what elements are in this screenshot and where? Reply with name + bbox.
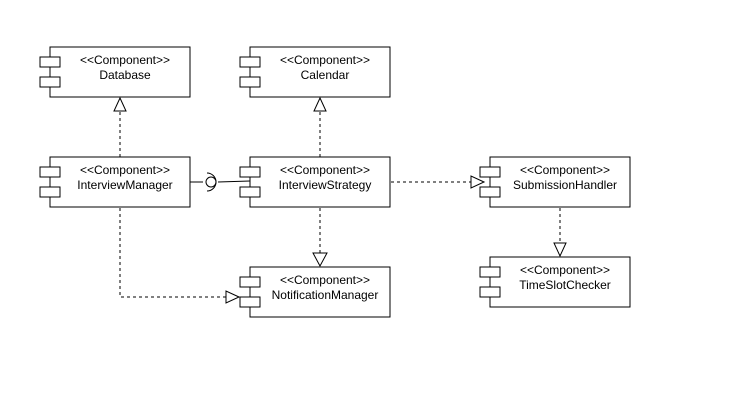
- component-box: [49, 46, 191, 98]
- required-interface-socket: [206, 172, 217, 192]
- component-box: [249, 156, 391, 208]
- component-icon-tab-bottom: [479, 286, 501, 298]
- provided-interface-ball: [205, 176, 217, 188]
- component-icon-tab-top: [239, 56, 261, 68]
- component-name: Database: [99, 68, 151, 82]
- component-icon-tab-top: [39, 166, 61, 178]
- component-name: Calendar: [301, 68, 350, 82]
- arrowhead-notification-top: [312, 252, 328, 268]
- component-icon-tab-bottom: [39, 186, 61, 198]
- component-name: TimeSlotChecker: [519, 278, 611, 292]
- component-icon-tab-top: [479, 166, 501, 178]
- component-name: SubmissionHandler: [513, 178, 617, 192]
- component-name: InterviewManager: [77, 178, 172, 192]
- connectors: [119, 111, 561, 298]
- arrowhead-notification-left: [225, 290, 241, 304]
- arrowheads: [113, 96, 567, 304]
- component-icon-tab-top: [39, 56, 61, 68]
- component-icon-tab-bottom: [479, 186, 501, 198]
- component-time-slot-checker[interactable]: <<Component>> TimeSlotChecker: [479, 256, 631, 308]
- component-icon-tab-top: [239, 276, 261, 288]
- component-box: [489, 156, 631, 208]
- component-stereotype: <<Component>>: [280, 273, 370, 287]
- component-stereotype: <<Component>>: [280, 53, 370, 67]
- component-box: [49, 156, 191, 208]
- component-submission-handler[interactable]: <<Component>> SubmissionHandler: [479, 156, 631, 208]
- component-database[interactable]: <<Component>> Database: [39, 46, 191, 98]
- component-stereotype: <<Component>>: [280, 163, 370, 177]
- component-icon-tab-bottom: [239, 76, 261, 88]
- component-name: NotificationManager: [272, 288, 379, 302]
- component-notification-manager[interactable]: <<Component>> NotificationManager: [239, 266, 391, 318]
- component-stereotype: <<Component>>: [520, 263, 610, 277]
- component-stereotype: <<Component>>: [80, 163, 170, 177]
- arrowhead-calendar: [313, 96, 327, 112]
- component-icon-tab-bottom: [239, 186, 261, 198]
- arrowhead-submission: [470, 175, 486, 189]
- arrowhead-timeslot: [553, 242, 567, 258]
- component-icon-tab-top: [239, 166, 261, 178]
- dependency-manager-to-notification: [119, 208, 226, 298]
- arrowhead-database: [113, 96, 127, 112]
- component-box: [249, 46, 391, 98]
- component-stereotype: <<Component>>: [520, 163, 610, 177]
- component-interview-strategy[interactable]: <<Component>> InterviewStrategy: [239, 156, 391, 208]
- component-icon-tab-bottom: [239, 296, 261, 308]
- component-box: [489, 256, 631, 308]
- component-icon-tab-top: [479, 266, 501, 278]
- component-icon-tab-bottom: [39, 76, 61, 88]
- component-interview-manager[interactable]: <<Component>> InterviewManager: [39, 156, 191, 208]
- component-calendar[interactable]: <<Component>> Calendar: [239, 46, 391, 98]
- component-stereotype: <<Component>>: [80, 53, 170, 67]
- component-name: InterviewStrategy: [279, 178, 372, 192]
- interface-link: [217, 180, 251, 183]
- component-box: [249, 266, 391, 318]
